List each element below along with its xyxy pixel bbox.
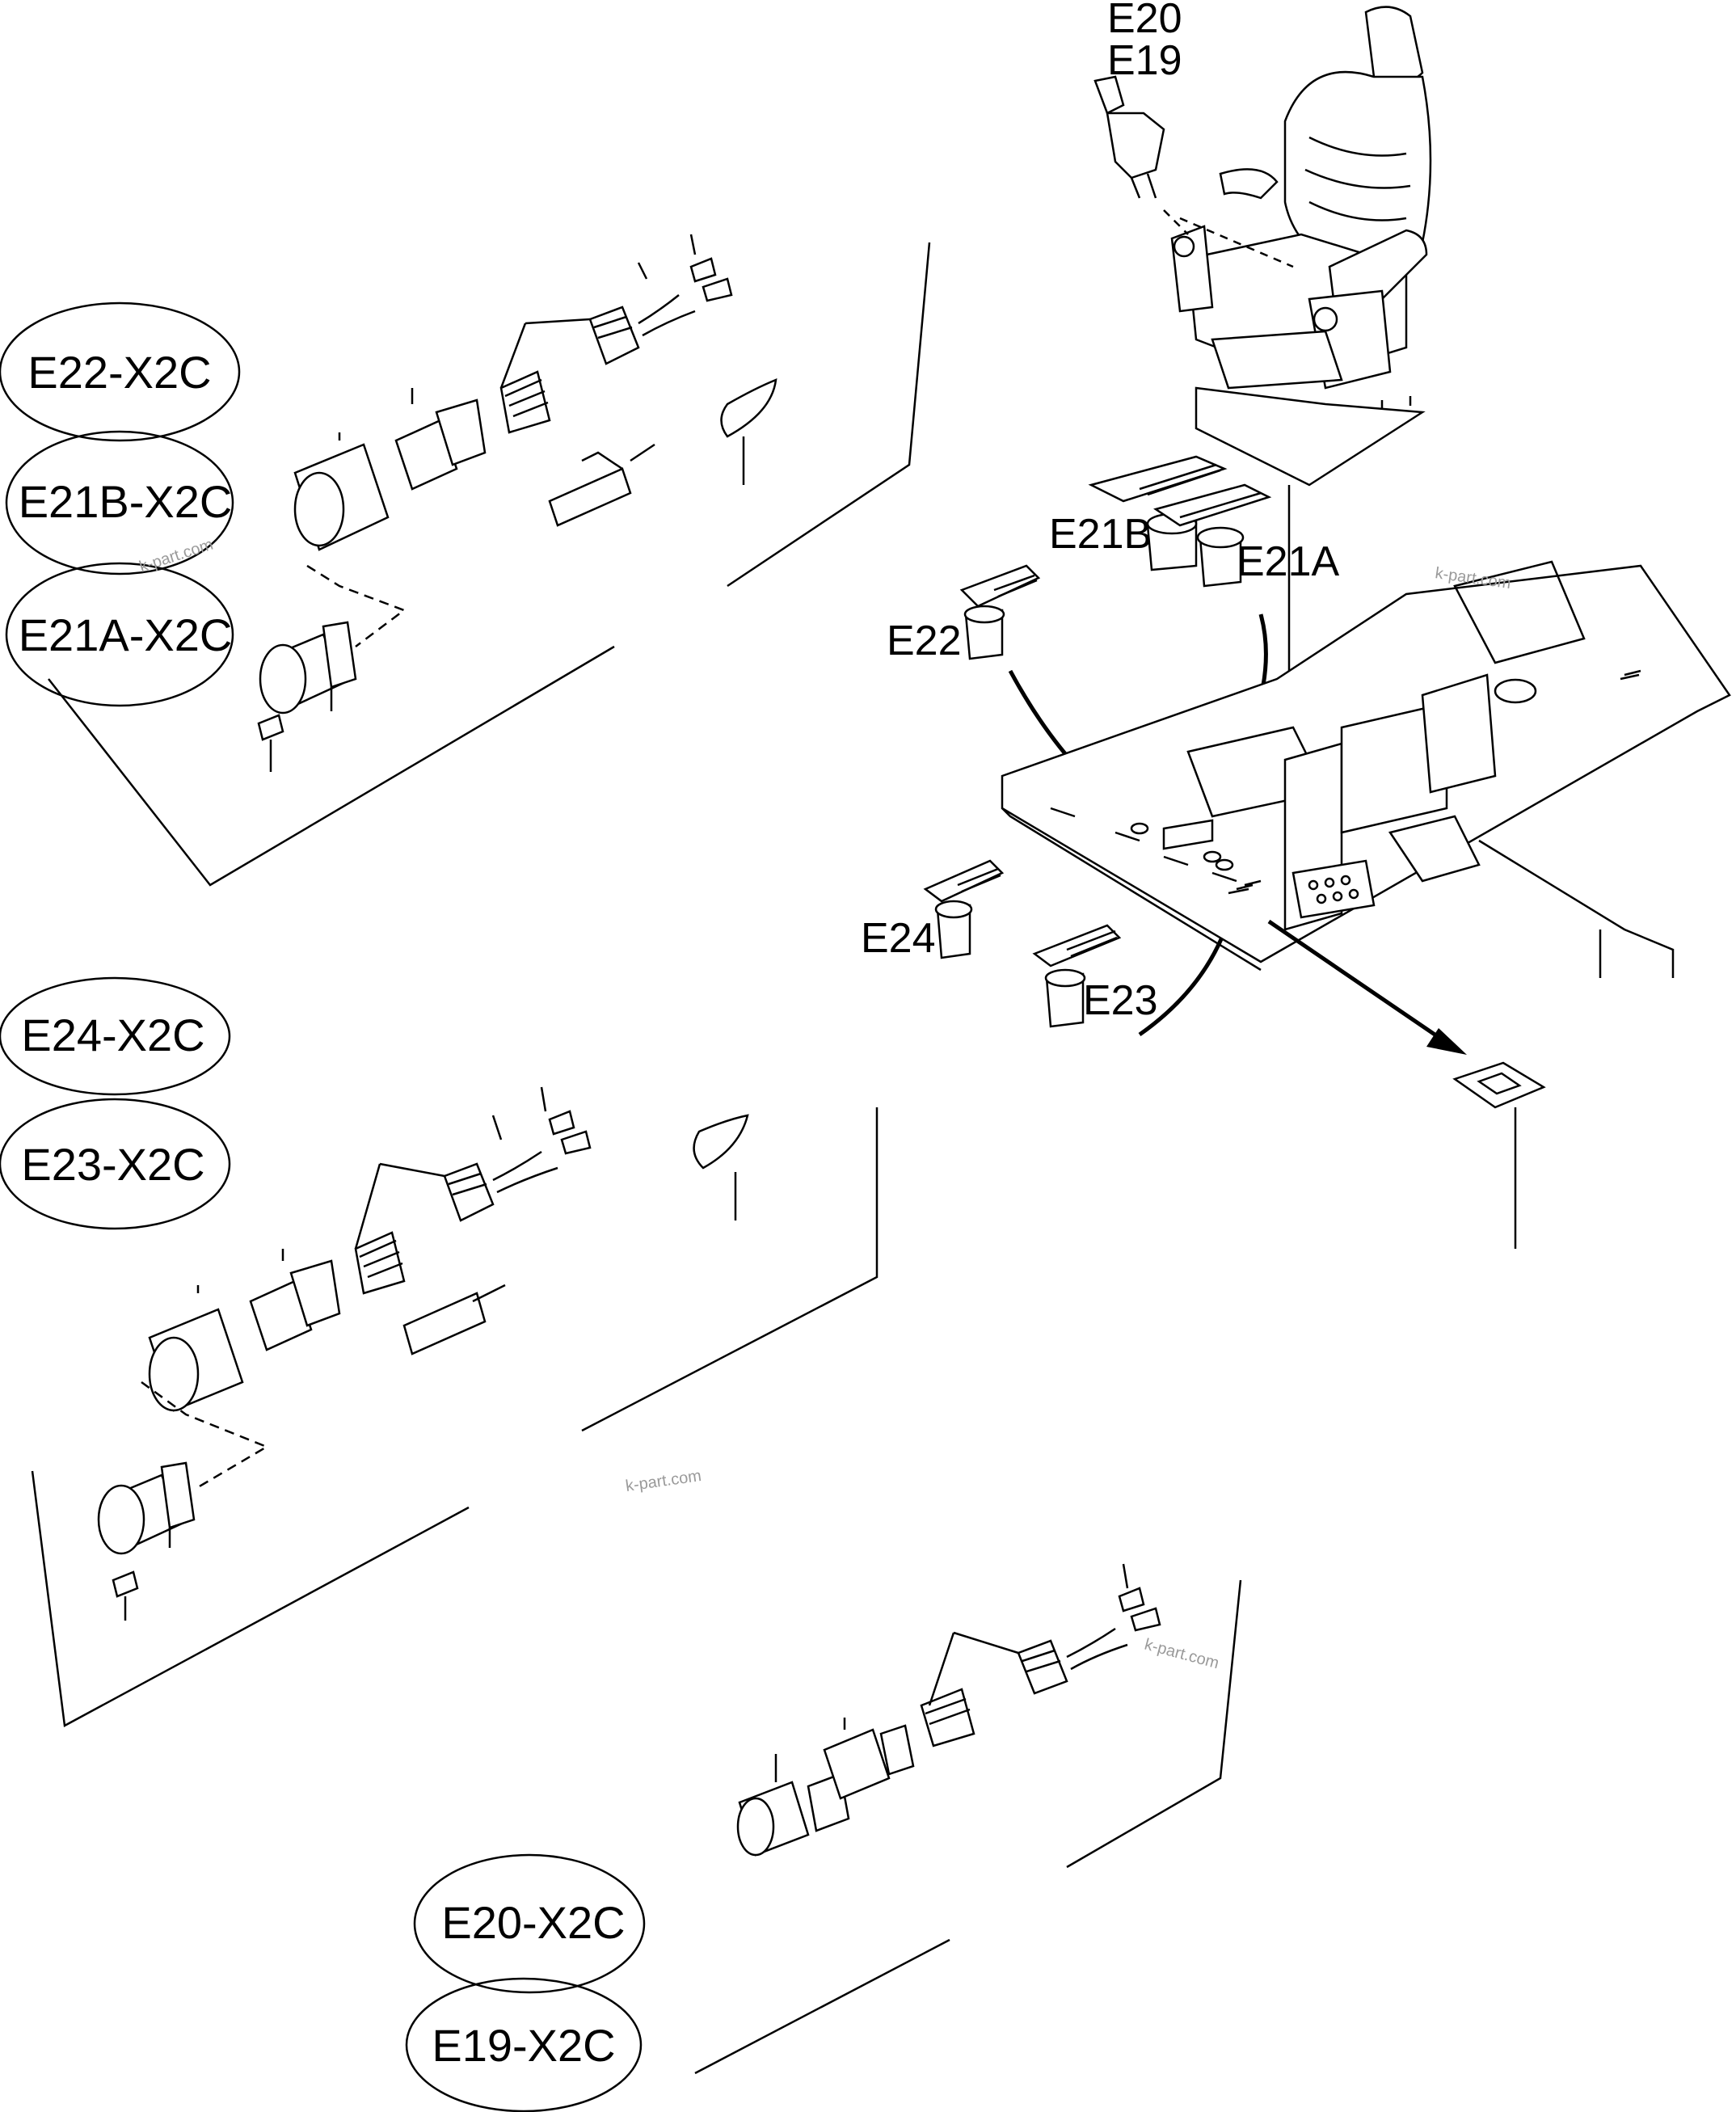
oval-label: E22-X2C	[27, 347, 211, 398]
oval-label: E23-X2C	[21, 1139, 204, 1190]
watermark: k-part.com	[1143, 1636, 1221, 1673]
oval-label: E21B-X2C	[19, 476, 233, 527]
oval-e21a-x2c: E21A-X2C	[5, 562, 234, 707]
callout-e21b: E21B	[1049, 511, 1152, 558]
oval-e21b-x2c: E21B-X2C	[5, 430, 234, 575]
watermark: k-part.com	[625, 1467, 703, 1495]
pedal-e23	[1032, 924, 1122, 1028]
connector-assembly-e21-e22	[48, 234, 931, 887]
callout-e21a: E21A	[1237, 538, 1340, 585]
cab-floor	[1001, 560, 1731, 972]
watermark: k-part.com	[137, 536, 216, 576]
callout-e22: E22	[887, 618, 962, 664]
pedal-e24	[923, 859, 1005, 959]
callout-e19: E19	[1107, 37, 1182, 84]
oval-label: E19-X2C	[432, 2020, 615, 2071]
pedal-e21a	[1153, 483, 1272, 588]
oval-e19-x2c: E19-X2C	[405, 1977, 643, 2112]
arrow-head-icon	[1426, 1028, 1467, 1055]
connector-assembly-e19-e20	[694, 1564, 1242, 2075]
oval-label: E21A-X2C	[19, 609, 233, 660]
callout-e23: E23	[1083, 977, 1158, 1024]
oval-label: E20-X2C	[441, 1897, 625, 1948]
callout-e20: E20	[1107, 0, 1182, 42]
oval-e20-x2c: E20-X2C	[413, 1853, 646, 1994]
callout-e24: E24	[861, 915, 936, 962]
oval-e24-x2c: E24-X2C	[0, 976, 231, 1096]
grommet	[1452, 1061, 1546, 1109]
connector-assembly-e23-e24	[31, 1086, 879, 1727]
floor-mat-symbol	[1228, 879, 1262, 895]
operator-seat	[1170, 6, 1432, 487]
joystick-e19-e20	[1093, 75, 1294, 268]
pedal-e21b	[1088, 455, 1228, 571]
oval-label: E24-X2C	[21, 1010, 204, 1060]
pedal-e22	[959, 564, 1041, 660]
oval-e23-x2c: E23-X2C	[0, 1098, 231, 1230]
oval-e22-x2c: E22-X2C	[0, 301, 241, 442]
